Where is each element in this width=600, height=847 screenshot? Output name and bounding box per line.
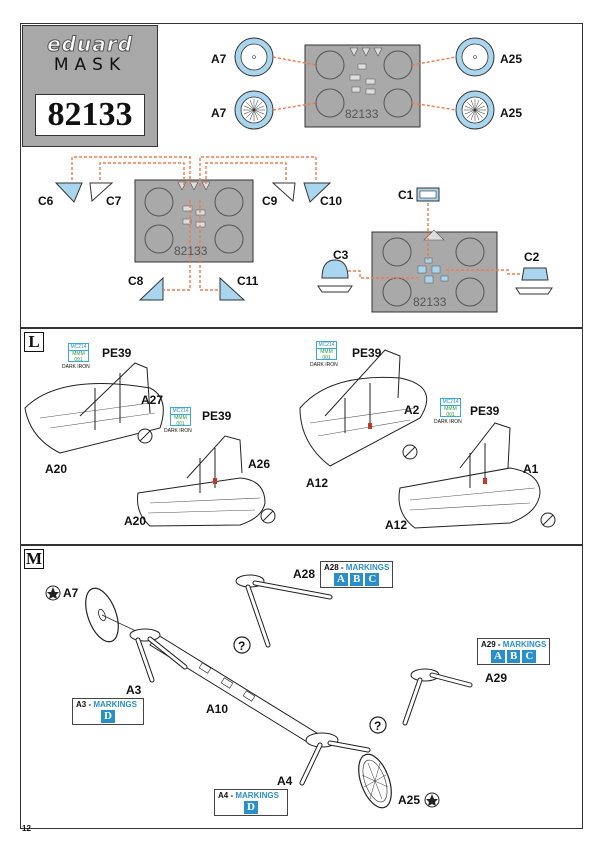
- markings-a4: A4 - MARKINGS D: [214, 789, 288, 816]
- sheet-b-number: 82133: [174, 244, 208, 258]
- marking-d: D: [101, 710, 115, 723]
- page-number: 12: [22, 824, 31, 833]
- label-pe39-2: PE39: [202, 409, 232, 423]
- paint-name-1: DARK IRON: [62, 364, 90, 370]
- label-a1: A1: [523, 462, 539, 476]
- section-l-letter: L: [24, 332, 44, 352]
- label-c9: C9: [262, 194, 278, 208]
- question-mark-2: ?: [374, 719, 382, 733]
- label-a25-bottom: A25: [500, 106, 523, 120]
- label-pe39-3: PE39: [352, 346, 382, 360]
- paint-name-3: DARK IRON: [310, 362, 338, 368]
- sheet-c-number: 82133: [413, 295, 447, 309]
- mask-diagram: [54, 37, 553, 313]
- paint-name-2: DARK IRON: [164, 428, 192, 434]
- marking-a: A: [334, 573, 348, 586]
- paint-chip-4: MC214 MMM 001: [440, 398, 461, 418]
- label-a29: A29: [485, 671, 508, 685]
- logo-sub: MASK: [53, 55, 127, 75]
- label-a25: A25: [398, 793, 421, 807]
- markings-a3: A3 - MARKINGS D: [72, 698, 144, 725]
- paint-name-4: DARK IRON: [434, 419, 462, 425]
- section-l-frame: [20, 328, 583, 545]
- paint-chip-2: MC214 MMM 001: [170, 407, 191, 427]
- label-a28: A28: [293, 567, 316, 581]
- label-a10: A10: [206, 702, 229, 716]
- section-m-diagram: [45, 574, 473, 809]
- question-mark-1: ?: [238, 639, 246, 653]
- label-a20-2: A20: [124, 514, 147, 528]
- logo-brand: eduard: [47, 32, 133, 57]
- label-a3: A3: [126, 683, 142, 697]
- section-l-diagram: [24, 349, 556, 529]
- label-a7-top: A7: [211, 52, 227, 66]
- label-a27: A27: [141, 393, 164, 407]
- mask-section-frame: [20, 23, 583, 328]
- label-c10: C10: [320, 194, 343, 208]
- marking-d: D: [244, 801, 258, 814]
- label-a20-1: A20: [45, 462, 68, 476]
- label-c11: C11: [237, 274, 259, 288]
- label-pe39-1: PE39: [102, 346, 132, 360]
- section-m-letter: M: [24, 549, 44, 569]
- label-c3: C3: [333, 248, 349, 262]
- label-a4: A4: [277, 774, 293, 788]
- marking-b: B: [507, 650, 521, 663]
- label-a25-top: A25: [500, 52, 523, 66]
- marking-c: C: [365, 573, 380, 586]
- label-a2: A2: [404, 403, 420, 417]
- logo-kit-number: 82133: [35, 94, 145, 136]
- label-c8: C8: [128, 274, 144, 288]
- eduard-mask-logo: eduard MASK 82133: [22, 25, 158, 147]
- label-c2: C2: [524, 250, 540, 264]
- label-c1: C1: [398, 188, 414, 202]
- marking-b: B: [350, 573, 364, 586]
- marking-c: C: [522, 650, 537, 663]
- paint-chip-3: MC214 MMM 001: [316, 341, 337, 361]
- label-c6: C6: [38, 194, 54, 208]
- sheet-a-number: 82133: [345, 107, 379, 121]
- label-a7-bottom: A7: [211, 106, 227, 120]
- section-m-frame: [20, 545, 583, 829]
- label-pe39-4: PE39: [470, 404, 500, 418]
- marking-a: A: [491, 650, 505, 663]
- label-a26: A26: [248, 457, 271, 471]
- label-a12-2: A12: [385, 518, 408, 532]
- paint-chip-1: MC214 MMM 001: [68, 343, 89, 363]
- label-a12-1: A12: [306, 476, 329, 490]
- label-a7: A7: [63, 586, 79, 600]
- label-c7: C7: [106, 194, 122, 208]
